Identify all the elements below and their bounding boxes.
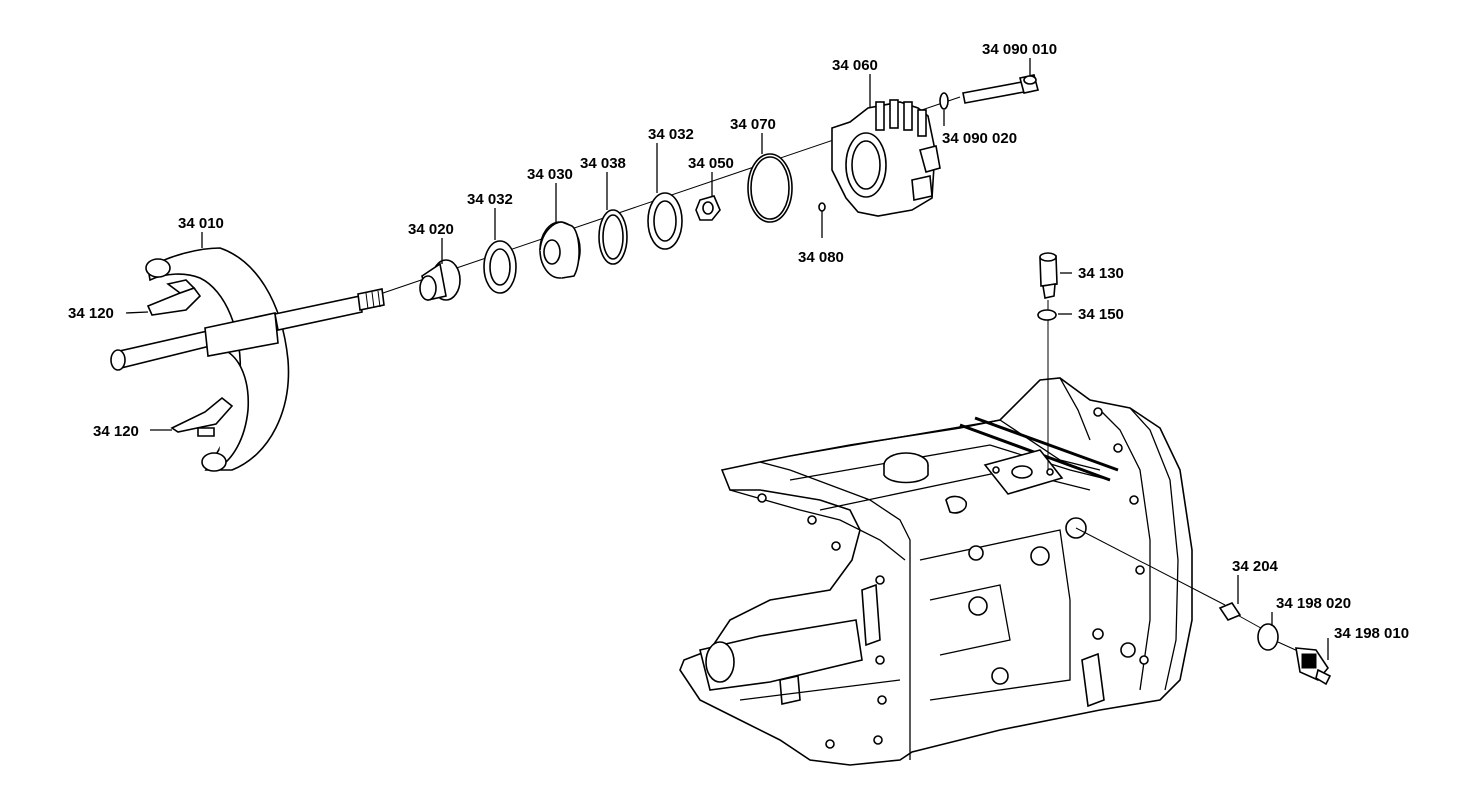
washer-34032a (483, 240, 517, 294)
callout-34204: 34 204 (1232, 558, 1279, 575)
fork-pad-lower (170, 396, 234, 437)
bushing-34020 (419, 259, 461, 301)
o-ring-34080 (818, 202, 826, 212)
callout-34060: 34 060 (832, 57, 878, 74)
washer-34090020 (939, 92, 949, 110)
callout-34198020: 34 198 020 (1276, 595, 1351, 612)
sensor-34130 (1039, 252, 1058, 299)
callout-34090010: 34 090 010 (982, 41, 1057, 58)
cylinder-housing-34060 (831, 99, 941, 217)
callout-34090020: 34 090 020 (942, 130, 1017, 147)
nut-34050 (695, 195, 721, 221)
piston-34030 (539, 221, 581, 279)
o-ring-34070 (747, 153, 793, 223)
bolt-34090010 (962, 74, 1039, 104)
callout-34038: 34 038 (580, 155, 626, 172)
fork-pad-upper (146, 279, 202, 316)
pin-34204 (1218, 602, 1242, 621)
callout-34020: 34 020 (408, 221, 454, 238)
callout-labels: 34 010 34 120 34 120 34 020 34 032 34 03… (68, 41, 1409, 642)
callout-34080: 34 080 (798, 249, 844, 266)
callout-34120-upper: 34 120 (68, 305, 114, 322)
callout-34198010: 34 198 010 (1334, 625, 1409, 642)
callout-34030: 34 030 (527, 166, 573, 183)
shift-fork-34010 (110, 247, 385, 472)
washer-34032b (647, 192, 683, 250)
callout-34050: 34 050 (688, 155, 734, 172)
callout-34010: 34 010 (178, 215, 224, 232)
switch-34198010 (1295, 647, 1332, 686)
snap-ring-34038 (598, 209, 628, 265)
callout-34032-left: 34 032 (467, 191, 513, 208)
leader-lines (125, 58, 1329, 660)
callout-34150: 34 150 (1078, 306, 1124, 323)
seal-ring-34150 (1037, 309, 1057, 321)
callout-34070: 34 070 (730, 116, 776, 133)
callout-34130: 34 130 (1078, 265, 1124, 282)
gearbox-housing (679, 377, 1193, 766)
callout-34032-right: 34 032 (648, 126, 694, 143)
callout-34120-lower: 34 120 (93, 423, 139, 440)
washer-34198020 (1257, 623, 1279, 651)
